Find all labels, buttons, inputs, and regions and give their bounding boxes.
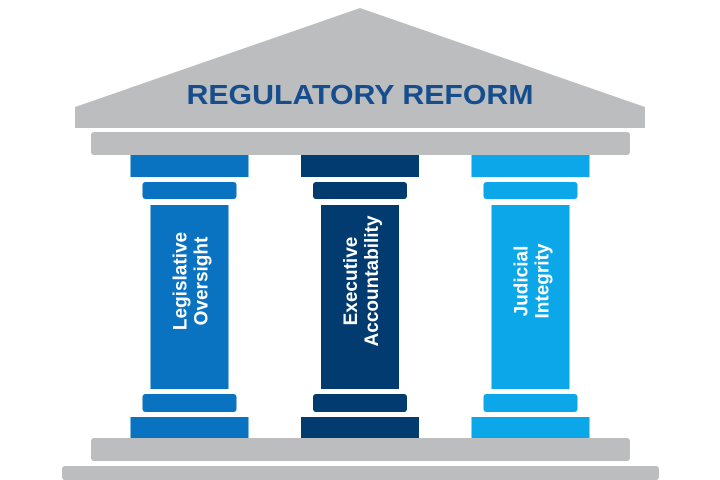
- pillar-capital-top: [130, 155, 249, 177]
- pillar-legislative: LegislativeOversight: [130, 155, 249, 438]
- pillar-label-line2: Integrity: [533, 243, 554, 318]
- pillar-shaft: [150, 205, 229, 389]
- pillar-base-upper: [142, 394, 237, 412]
- pillar-label: ExecutiveAccountability: [341, 215, 383, 346]
- base-step-lower: [62, 466, 659, 480]
- pillar-label: JudicialIntegrity: [512, 243, 554, 318]
- pillar-label: LegislativeOversight: [171, 232, 213, 330]
- pillar-base-upper: [313, 394, 407, 412]
- pillar-label-line2: Oversight: [192, 236, 213, 325]
- pillar-shaft: [321, 205, 399, 389]
- pillar-capital-top: [471, 155, 590, 177]
- pillar-base-lower: [301, 417, 419, 438]
- pillar-base-upper: [483, 394, 578, 412]
- pillar-capital-lower: [313, 182, 407, 199]
- base-step-upper: [91, 438, 630, 461]
- pillar-capital-top: [301, 155, 419, 177]
- pillar-label-line1: Legislative: [171, 232, 192, 330]
- roof-pediment: [75, 8, 645, 128]
- pillar-judicial: JudicialIntegrity: [471, 155, 590, 438]
- pillar-label-line1: Executive: [341, 237, 362, 326]
- pillar-executive: ExecutiveAccountability: [301, 155, 419, 438]
- pillar-label-line1: Judicial: [512, 246, 533, 317]
- entablature: [91, 132, 630, 155]
- pillar-base-lower: [471, 417, 590, 438]
- pillar-capital-lower: [483, 182, 578, 199]
- pillar-shaft: [491, 205, 570, 389]
- diagram-title: REGULATORY REFORM: [187, 79, 534, 110]
- pillar-capital-lower: [142, 182, 237, 199]
- pillar-label-line2: Accountability: [362, 215, 383, 346]
- pillar-base-lower: [130, 417, 249, 438]
